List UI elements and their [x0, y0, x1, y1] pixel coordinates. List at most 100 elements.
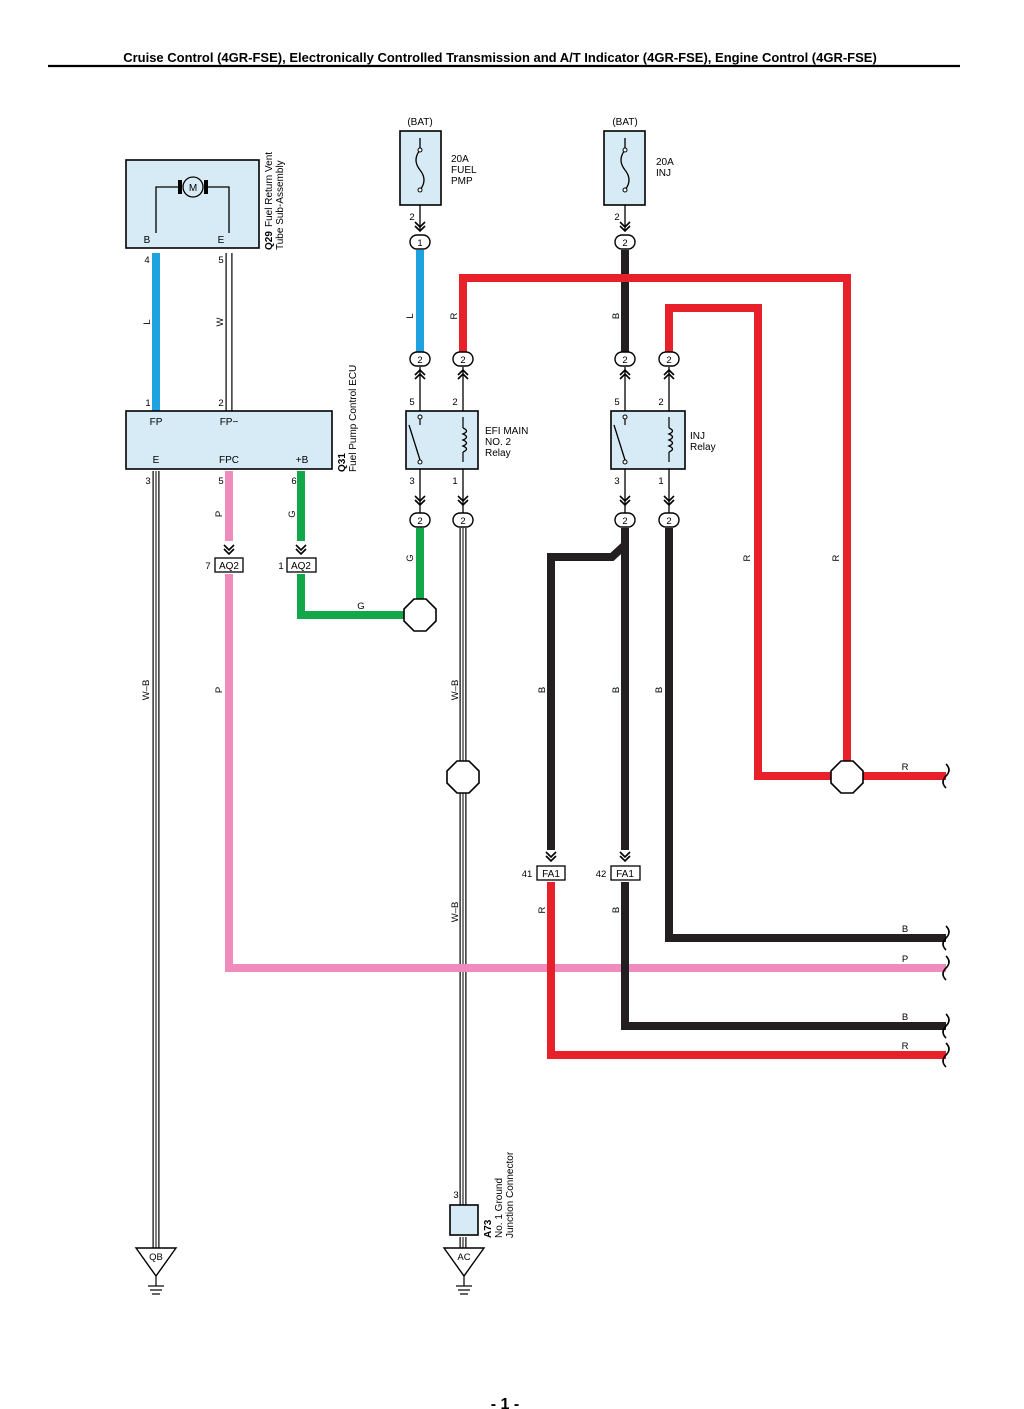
connector-fuse-2: 2	[614, 234, 636, 250]
ground-icon	[134, 1247, 178, 1278]
svg-text:FPC: FPC	[219, 455, 239, 466]
svg-text:7: 7	[205, 561, 210, 572]
svg-text:5: 5	[218, 476, 223, 487]
svg-text:B: B	[654, 687, 665, 693]
svg-text:1: 1	[145, 398, 150, 409]
motor-icon	[182, 176, 204, 198]
svg-text:4: 4	[144, 255, 149, 266]
a73-ground-junction-connector: 3 A73 No. 1 Ground Junction Connector	[449, 1151, 516, 1238]
svg-text:3: 3	[145, 476, 150, 487]
connector-oval: 2	[452, 351, 474, 367]
svg-text:No. 1 Ground: No. 1 Ground	[494, 1178, 505, 1238]
svg-text:G: G	[405, 554, 416, 561]
svg-text:W–B: W–B	[450, 902, 461, 923]
svg-text:Tube Sub-Assembly: Tube Sub-Assembly	[275, 160, 286, 250]
svg-text:1: 1	[417, 238, 422, 249]
svg-text:B: B	[144, 235, 151, 246]
svg-text:2: 2	[614, 212, 619, 223]
svg-text:B: B	[611, 687, 622, 693]
svg-text:R: R	[831, 554, 842, 561]
svg-text:G: G	[357, 601, 364, 612]
relay-coil-icon	[667, 427, 674, 453]
connector-oval: 2	[658, 512, 680, 528]
connector-aq2-7: AQ2 7	[205, 557, 244, 573]
svg-text:FP−: FP−	[220, 417, 239, 428]
svg-text:W: W	[215, 317, 226, 326]
svg-text:R: R	[902, 1041, 909, 1052]
svg-text:Fuel Return Vent: Fuel Return Vent	[264, 152, 275, 227]
connector-fa1-41: FA1 41	[522, 865, 566, 881]
connector-fa1-42: FA1 42	[596, 865, 641, 881]
svg-text:G: G	[287, 510, 298, 517]
svg-text:5: 5	[218, 255, 223, 266]
wire-g-aq2-splice	[297, 574, 405, 619]
splice-point	[446, 760, 480, 794]
svg-text:R: R	[742, 554, 753, 561]
svg-text:2: 2	[666, 516, 671, 527]
connector-oval: 2	[614, 351, 636, 367]
svg-text:Q31: Q31	[337, 453, 348, 472]
svg-text:Relay: Relay	[485, 448, 511, 459]
ground-icon	[442, 1247, 486, 1278]
svg-text:5: 5	[614, 397, 619, 408]
svg-text:Fuel Pump Control ECU: Fuel Pump Control ECU	[348, 365, 359, 472]
svg-text:AQ2: AQ2	[291, 561, 311, 572]
svg-text:B: B	[611, 313, 622, 319]
svg-text:R: R	[537, 906, 548, 913]
wire-break-marks	[942, 763, 950, 1068]
wire-r-efi-coil	[459, 274, 851, 762]
q31-fuel-pump-control-ecu: 1 2 FP FP− E FPC +B 3 5 6 Q31 Fuel Pump …	[125, 365, 359, 487]
connector-oval: 2	[409, 512, 431, 528]
ground-ac: AC	[442, 1247, 486, 1295]
svg-text:A73: A73	[483, 1219, 494, 1238]
svg-text:2: 2	[417, 355, 422, 366]
connector-oval: 2	[409, 351, 431, 367]
connector-oval: 2	[658, 351, 680, 367]
svg-text:3: 3	[409, 476, 414, 487]
svg-text:41: 41	[522, 869, 533, 880]
svg-text:P: P	[902, 954, 908, 965]
svg-text:B: B	[902, 1012, 908, 1023]
svg-text:3: 3	[453, 1190, 458, 1201]
inj-relay: 5 2 INJ Relay 3 1	[610, 397, 716, 487]
fuse-icon	[620, 149, 630, 191]
svg-text:INJ: INJ	[656, 168, 671, 179]
svg-text:NO. 2: NO. 2	[485, 437, 512, 448]
svg-text:FA1: FA1	[616, 869, 634, 880]
svg-text:Q29: Q29	[264, 231, 275, 250]
svg-text:Junction Connector: Junction Connector	[505, 1151, 516, 1238]
svg-text:R: R	[449, 312, 460, 319]
svg-text:R: R	[902, 762, 909, 773]
svg-text:6: 6	[291, 476, 296, 487]
svg-text:2: 2	[218, 398, 223, 409]
svg-text:2: 2	[417, 516, 422, 527]
fuse-inj: (BAT) 20A INJ 2	[603, 117, 674, 223]
connector-aq2-1: AQ2 1	[278, 557, 317, 573]
svg-text:1: 1	[278, 561, 283, 572]
svg-text:QB: QB	[149, 1252, 163, 1263]
fuse-fuel-pmp: (BAT) 20A FUEL PMP 2	[399, 117, 477, 223]
svg-text:20A: 20A	[656, 157, 674, 168]
wire-r-inj-coil	[665, 304, 832, 780]
svg-text:2: 2	[460, 355, 465, 366]
q29-fuel-return-vent: M B E 4 5 Q29 Fuel Return Vent Tube Sub-…	[125, 152, 286, 266]
wire-r-out-2	[547, 882, 946, 1059]
svg-text:E: E	[153, 455, 160, 466]
svg-text:L: L	[405, 313, 416, 318]
page-number: - 1 -	[491, 1396, 519, 1409]
svg-text:L: L	[142, 319, 153, 324]
connector-oval: 2	[452, 512, 474, 528]
svg-text:P: P	[214, 511, 225, 517]
svg-text:2: 2	[622, 238, 627, 249]
svg-text:(BAT): (BAT)	[612, 117, 637, 128]
wire-b-out-2	[621, 882, 946, 1030]
wire-p-out	[225, 574, 946, 972]
svg-text:PMP: PMP	[451, 176, 473, 187]
fuse-icon	[415, 149, 425, 191]
ground-qb: QB	[134, 1247, 178, 1295]
svg-text:INJ: INJ	[690, 431, 705, 442]
svg-text:2: 2	[409, 212, 414, 223]
svg-text:E: E	[218, 235, 225, 246]
splice-point	[403, 598, 437, 632]
